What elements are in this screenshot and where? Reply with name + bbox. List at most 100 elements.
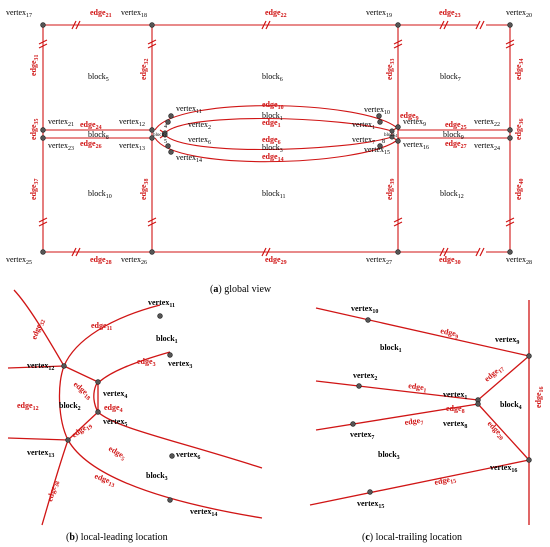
vertex-label: vertex11 [176, 104, 202, 115]
vertex-label: 5 [164, 139, 167, 145]
block-label: block1 [156, 334, 178, 345]
vertex-label: vertex6 [188, 135, 211, 146]
edge-label: edge24 [80, 120, 102, 131]
vertex-label: vertex15 [364, 145, 390, 156]
block-label: block3 [262, 143, 283, 154]
block-label: block12 [440, 189, 464, 200]
edge-label: edge23 [439, 8, 461, 19]
block-label: block8 [88, 130, 109, 141]
edge-label: edge25 [445, 120, 467, 131]
vertex-label: vertex12 [119, 117, 145, 128]
edge-label: edge1 [407, 381, 427, 394]
vertex-label: vertex3 [168, 359, 192, 370]
vertex-label: vertex9 [403, 117, 426, 128]
edge-label: edge3 [137, 357, 156, 368]
vertex-label: vertex18 [121, 8, 147, 19]
vertex-label: vertex10 [351, 304, 378, 315]
vertex-label: vertex11 [148, 298, 175, 309]
block-label: block7 [440, 72, 461, 83]
block-label: block11 [262, 189, 286, 200]
edge-label: edge12 [17, 401, 39, 412]
vertex-label: vertex22 [474, 117, 500, 128]
vertex-label: vertex27 [366, 255, 392, 266]
vertex-label: vertex6 [176, 450, 200, 461]
block-label: block4 [384, 133, 397, 138]
edge-label: edge1 [262, 118, 281, 129]
block-label: block6 [262, 72, 283, 83]
vertex-label: 4 [164, 124, 167, 130]
block-label: block2 [153, 133, 166, 138]
block-label: block4 [500, 400, 522, 411]
vertex-label: vertex16 [490, 463, 517, 474]
vertex-label: vertex9 [495, 335, 519, 346]
vertex-label: vertex8 [443, 419, 467, 430]
edge-label: edge14 [262, 152, 284, 163]
edge-label: edge27 [445, 139, 467, 150]
edge-label: edge33 [385, 58, 396, 80]
edge-label: edge31 [29, 54, 40, 76]
edge-label: edge7 [404, 415, 424, 428]
caption-b: (b) local-leading location [66, 532, 168, 543]
block-label: block5 [88, 72, 109, 83]
block-label: block3 [378, 450, 400, 461]
block-label: block3 [146, 471, 168, 482]
vertex-label: vertex28 [506, 255, 532, 266]
edge-label: edge15 [434, 474, 457, 489]
edge-label: edge32 [139, 58, 150, 80]
vertex-label: vertex2 [188, 120, 211, 131]
vertex-label: 8 [382, 139, 385, 145]
edge-label: edge34 [514, 58, 525, 80]
edge-label: edge9 [439, 326, 459, 341]
edge-label: edge28 [90, 255, 112, 266]
vertex-label: vertex17 [6, 8, 32, 19]
edge-label: edge8 [446, 404, 465, 415]
vertex-label: vertex25 [6, 255, 32, 266]
vertex-label: vertex12 [27, 361, 54, 372]
vertex-label: vertex26 [121, 255, 147, 266]
edge-label: edge37 [29, 178, 40, 200]
edge-label: edge11 [91, 321, 112, 332]
vertex-label: vertex23 [48, 141, 74, 152]
local-trailing-view: vertex10 vertex9 vertex2 vertex1 vertex7… [309, 300, 545, 525]
vertex-label: vertex13 [27, 448, 54, 459]
edge-label: edge40 [514, 178, 525, 200]
vertex-label: vertex1 [352, 120, 375, 131]
vertex-label: vertex21 [48, 117, 74, 128]
block-label: block10 [88, 189, 112, 200]
caption-c: (c) local-trailing location [362, 532, 462, 543]
global-view: vertex17 vertex18 vertex19 vertex20 vert… [6, 8, 532, 266]
vertex-label: vertex4 [103, 389, 127, 400]
vertex-label: vertex24 [474, 141, 500, 152]
edge-label: edge29 [265, 255, 287, 266]
vertex-label: vertex10 [364, 105, 390, 116]
edge-label: edge21 [90, 8, 112, 19]
vertex-label: vertex15 [357, 499, 384, 510]
vertex-label: vertex7 [352, 135, 375, 146]
vertex-label: vertex19 [366, 8, 392, 19]
caption-a: (a) global view [210, 284, 272, 295]
edge-label: edge38 [45, 479, 61, 503]
edge-label: edge22 [265, 8, 287, 19]
vertex-label: vertex13 [119, 141, 145, 152]
edge-label: edge26 [80, 139, 102, 150]
vertex-label: vertex5 [103, 417, 127, 428]
block-label: block2 [59, 401, 81, 412]
vertex-label: vertex16 [403, 140, 429, 151]
vertex-label: vertex7 [350, 430, 374, 441]
edge-label: edge10 [262, 100, 284, 111]
edge-label: edge4 [104, 403, 123, 414]
block-label: block1 [380, 343, 402, 354]
vertex-label: vertex2 [353, 371, 377, 382]
edge-label: edge35 [29, 118, 40, 140]
edge-label: edge36 [514, 118, 525, 140]
edge-label: edge30 [439, 255, 461, 266]
vertex-label: vertex1 [443, 390, 467, 401]
edge-label: edge6 [262, 135, 281, 146]
edge-label: edge9 [400, 111, 419, 122]
vertex-label: vertex14 [176, 153, 202, 164]
edge-label: edge39 [385, 178, 396, 200]
edge-label: edge16 [534, 386, 545, 408]
vertex-label: vertex20 [506, 8, 532, 19]
block-label: block9 [443, 130, 464, 141]
